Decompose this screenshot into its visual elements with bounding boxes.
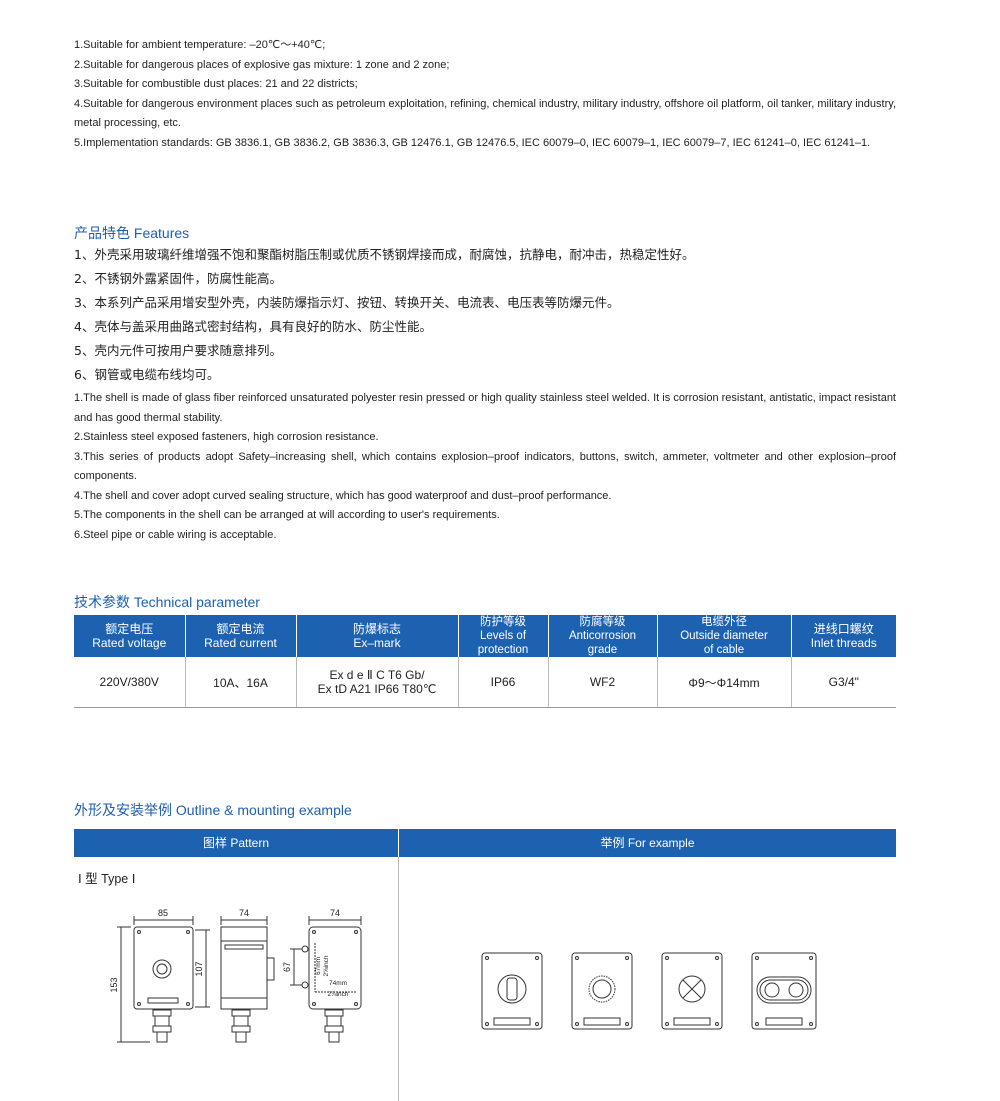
dim-inner-d: 2⅞inch [328, 991, 349, 998]
example-lamp-box [661, 952, 723, 1030]
example-dual-button-box [751, 952, 817, 1030]
cell-rated-current: 10A、16A [185, 657, 297, 708]
dim-inner-c: 74mm [329, 980, 347, 987]
dim-height-inner: 67 [282, 962, 292, 972]
front-view-drawing [117, 916, 210, 1043]
side-view-drawing [220, 916, 275, 1043]
outline-header-bar: 图样 Pattern 举例 For example [74, 829, 896, 857]
cell-rated-voltage: 220V/380V [74, 657, 186, 708]
cell-cable-diameter: Φ9～Φ14mm [657, 657, 792, 708]
technical-heading: 技术参数 Technical parameter [74, 594, 260, 610]
type-label: Ⅰ 型 Type Ⅰ [78, 872, 136, 886]
outline-heading: 外形及安装举例 Outline & mounting example [74, 802, 352, 818]
feature-zh-item: 1、外壳采用玻璃纤维增强不饱和聚酯树脂压制或优质不锈钢焊接而成，耐腐蚀，抗静电，… [74, 247, 695, 262]
example-header: 举例 For example [600, 836, 695, 850]
column-divider [398, 857, 399, 1101]
dim-height-total: 153 [109, 977, 119, 992]
intro-item: 1.Suitable for ambient temperature: –20℃… [74, 39, 326, 51]
dim-height-body: 107 [194, 961, 204, 976]
dim-inner-a: 67mm [315, 957, 322, 975]
pattern-header: 图样 Pattern [74, 829, 399, 857]
dim-inner-b: 2⅝inch [323, 955, 330, 976]
intro-item: 4.Suitable for dangerous environment pla… [74, 97, 896, 130]
feature-en-item: 4.The shell and cover adopt curved seali… [74, 489, 612, 502]
dim-back-width: 74 [330, 908, 340, 918]
intro-item: 2.Suitable for dangerous places of explo… [74, 58, 450, 71]
feature-zh-item: 2、不锈钢外露紧固件，防腐性能高。 [74, 271, 282, 286]
feature-zh-item: 5、壳内元件可按用户要求随意排列。 [74, 343, 282, 358]
cell-inlet-threads: G3/4" [791, 657, 896, 708]
dim-front-width: 85 [158, 908, 168, 918]
feature-zh-item: 4、壳体与盖采用曲路式密封结构，具有良好的防水、防尘性能。 [74, 319, 432, 334]
cell-protection: IP66 [458, 657, 549, 708]
dimension-labels: 85 74 74 153 107 67 67mm 2⅝inch 74mm 2⅞i… [109, 908, 349, 998]
feature-zh-item: 3、本系列产品采用增安型外壳，内装防爆指示灯、按钮、转换开关、电流表、电压表等防… [74, 295, 620, 310]
feature-en-item: 3.This series of products adopt Safety–i… [74, 450, 896, 483]
feature-zh-item: 6、钢管或电缆布线均可。 [74, 367, 220, 382]
features-en-list: 1.The shell is made of glass fiber reinf… [74, 389, 896, 545]
features-zh-list: 1、外壳采用玻璃纤维增强不饱和聚酯树脂压制或优质不锈钢焊接而成，耐腐蚀，抗静电，… [74, 243, 694, 387]
features-heading: 产品特色 Features [74, 225, 190, 241]
cell-ex-mark: Ex d e Ⅱ C T6 Gb/Ex tD A21 IP66 T80℃ [296, 657, 459, 708]
feature-en-item: 5.The components in the shell can be arr… [74, 509, 500, 521]
back-view-drawing [290, 916, 362, 1043]
example-switch-box [481, 952, 543, 1030]
intro-item: 3.Suitable for combustible dust places: … [74, 78, 358, 90]
dim-side-width: 74 [239, 908, 249, 918]
intro-list: 1.Suitable for ambient temperature: –20℃… [74, 36, 896, 153]
feature-en-item: 1.The shell is made of glass fiber reinf… [74, 392, 896, 424]
feature-en-item: 2.Stainless steel exposed fasteners, hig… [74, 431, 379, 443]
feature-en-item: 6.Steel pipe or cable wiring is acceptab… [74, 528, 277, 541]
example-indicator-box [571, 952, 633, 1030]
cell-anticorrosion: WF2 [548, 657, 658, 708]
intro-item: 5.Implementation standards: GB 3836.1, G… [74, 136, 871, 149]
table-row: 220V/380V 10A、16A Ex d e Ⅱ C T6 Gb/Ex tD… [74, 657, 896, 708]
